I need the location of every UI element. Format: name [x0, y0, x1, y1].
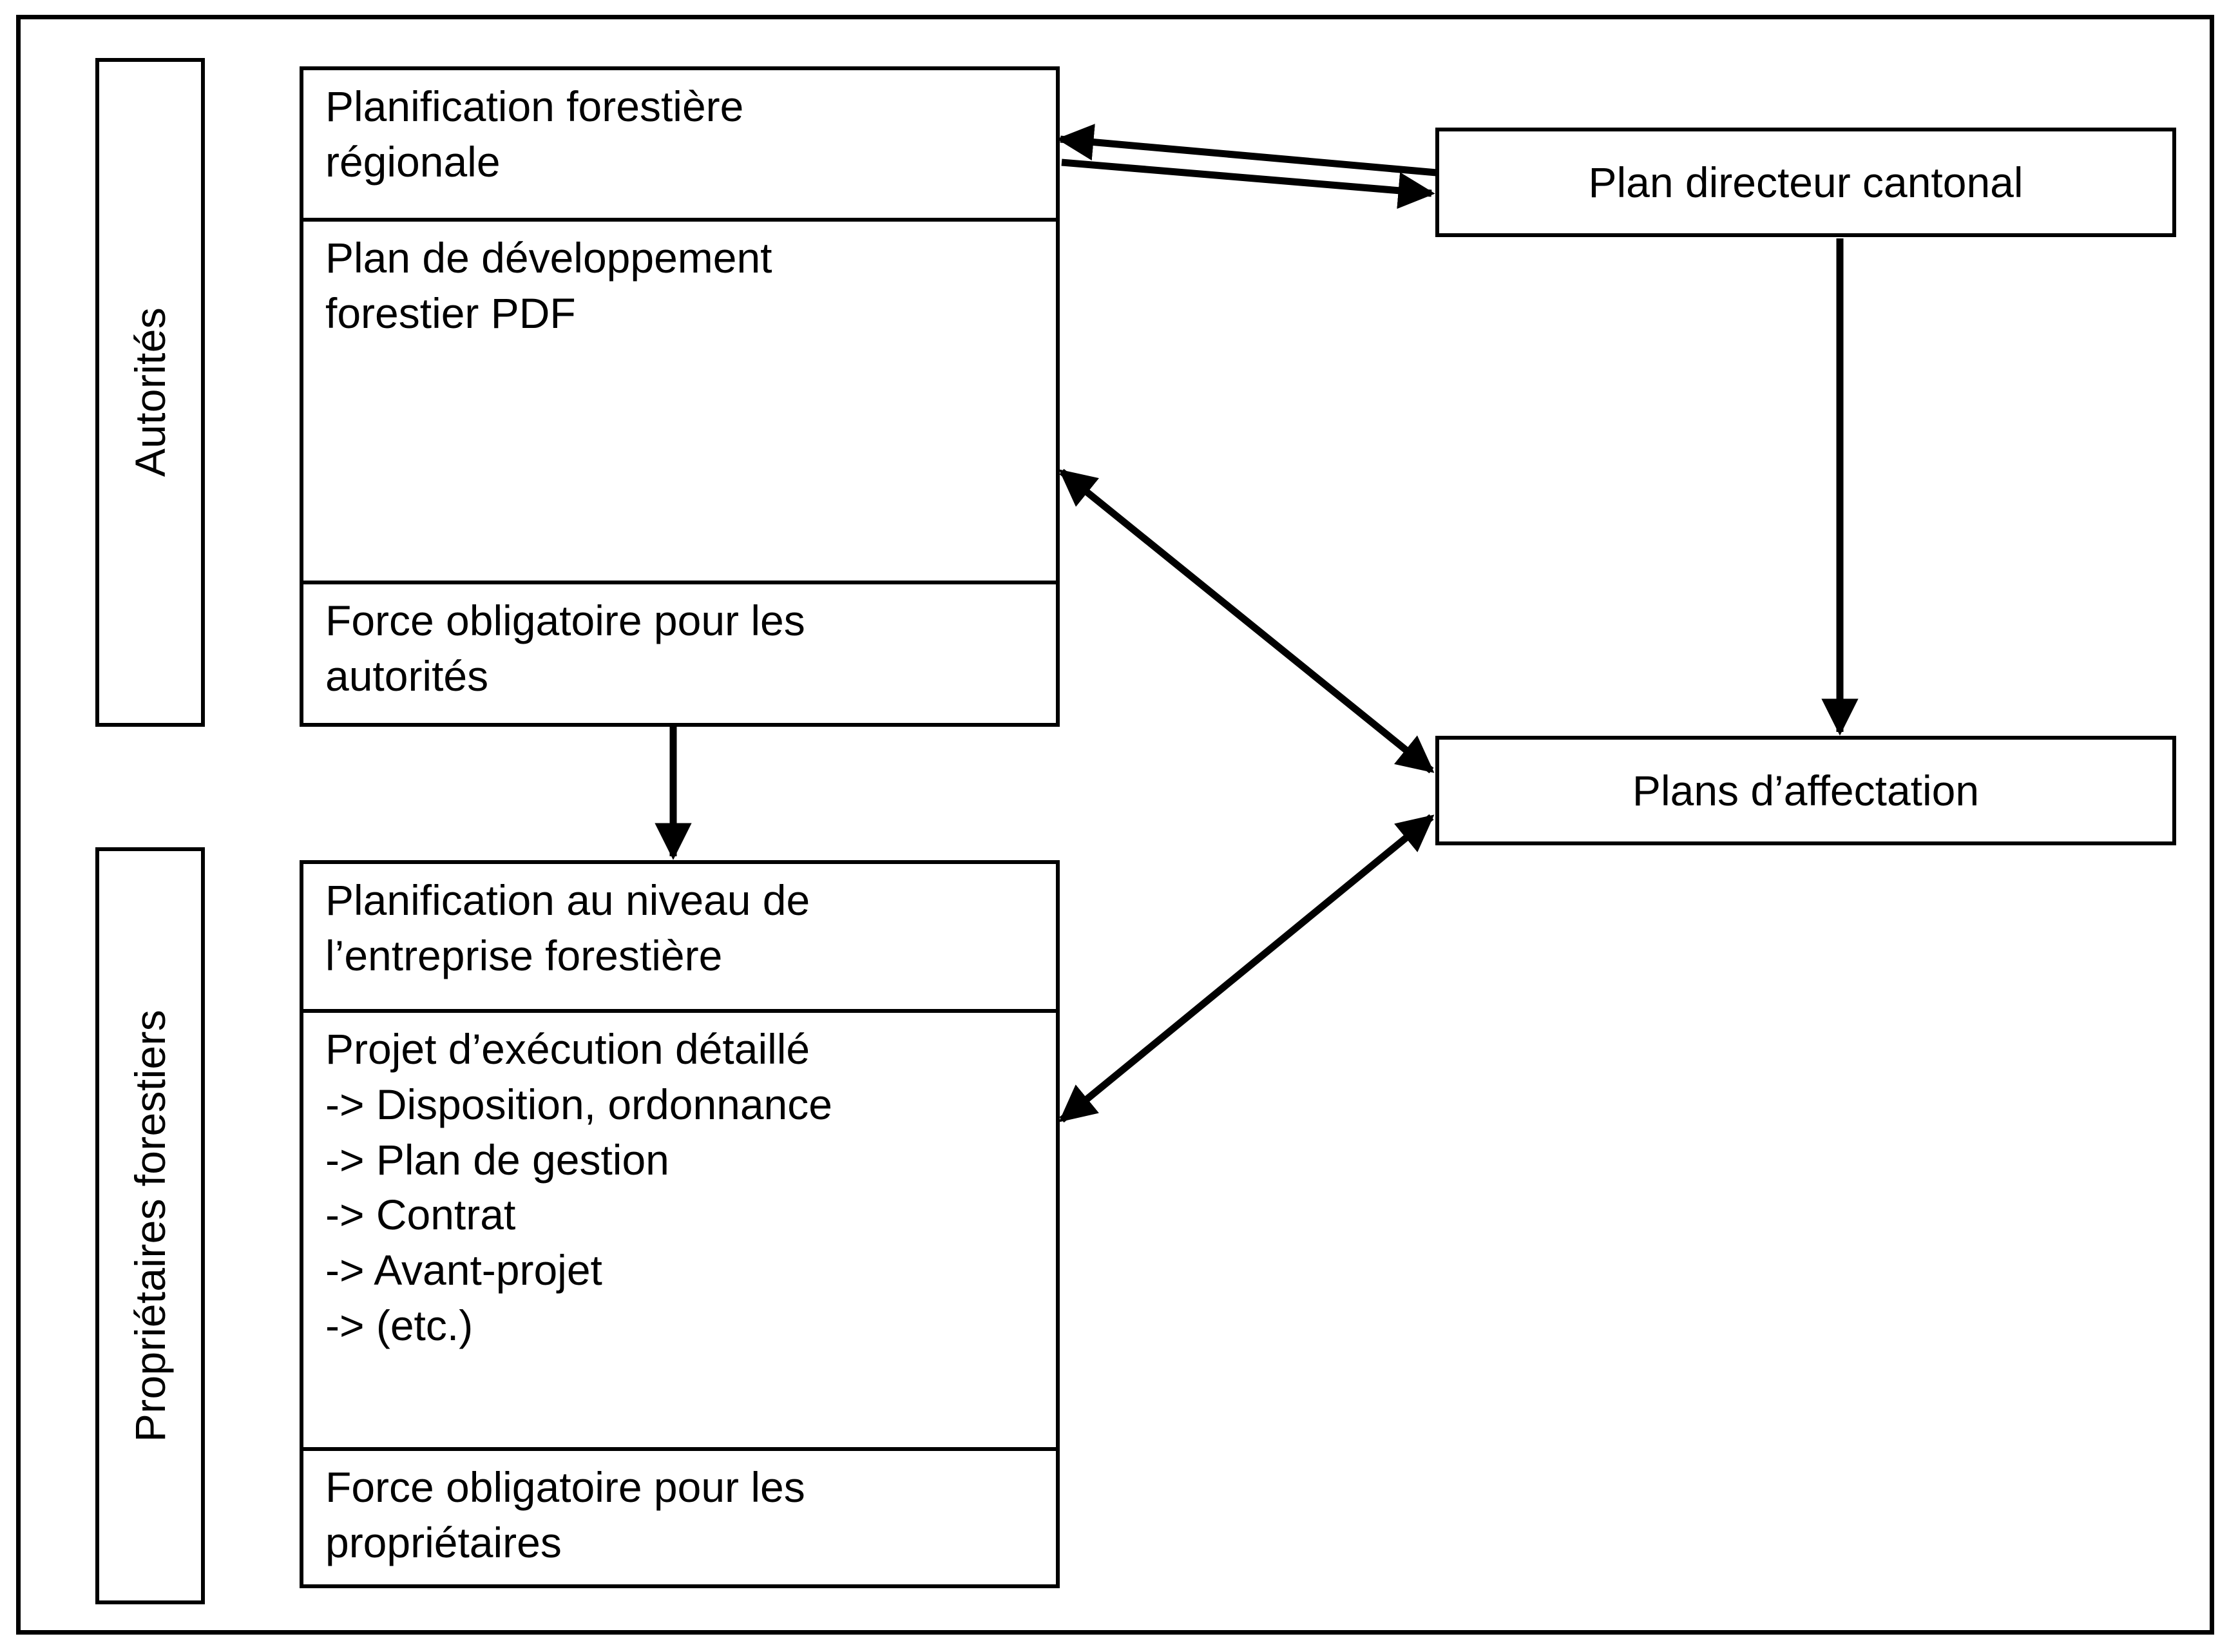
- cell-line: autorités: [325, 651, 489, 700]
- cell-planification-forestiere-regionale: Planification forestière régionale: [303, 70, 1056, 218]
- owner-stack: Planification au niveau de l’entreprise …: [300, 860, 1060, 1588]
- cell-line: régionale: [325, 137, 501, 186]
- cell-line: -> Plan de gestion: [325, 1135, 669, 1184]
- cell-line: Projet d’exécution détaillé: [325, 1025, 810, 1073]
- cell-line: l’entreprise forestière: [325, 931, 723, 979]
- cell-line: -> Contrat: [325, 1191, 516, 1239]
- cell-planification-au-niveau-de-lentreprise-forestiere: Planification au niveau de l’entreprise …: [303, 864, 1056, 1009]
- cell-projet-dexecution-detaille: Projet d’exécution détaillé -> Dispositi…: [303, 1009, 1056, 1447]
- cell-force-obligatoire-pour-les-autorites: Force obligatoire pour les autorités: [303, 581, 1056, 723]
- cell-plan-de-developpement-forestier-pdf: Plan de développement forestier PDF: [303, 218, 1056, 581]
- cell-line: Force obligatoire pour les: [325, 1463, 805, 1511]
- cell-line: Planification forestière: [325, 82, 744, 130]
- box-plan-directeur-cantonal: Plan directeur cantonal: [1435, 128, 2176, 237]
- cell-line: Force obligatoire pour les: [325, 597, 805, 644]
- cell-line: forestier PDF: [325, 289, 576, 337]
- box-plan-directeur-cantonal-label: Plan directeur cantonal: [1588, 158, 2023, 206]
- cell-line: -> (etc.): [325, 1301, 474, 1349]
- side-label-autorites: Autorités: [95, 58, 205, 727]
- cell-line: Planification au niveau de: [325, 876, 810, 924]
- cell-line: -> Avant-projet: [325, 1246, 602, 1294]
- diagram-outer-frame: [16, 15, 2214, 1635]
- box-plans-affectation: Plans d’affectation: [1435, 736, 2176, 845]
- side-label-proprietaires-forestiers: Propriétaires forestiers: [95, 847, 205, 1604]
- cell-line: propriétaires: [325, 1518, 562, 1566]
- cell-line: Plan de développement: [325, 234, 772, 282]
- authority-stack: Planification forestière régionale Plan …: [300, 66, 1060, 727]
- side-label-autorites-text: Autorités: [126, 307, 174, 477]
- box-plans-affectation-label: Plans d’affectation: [1632, 767, 1980, 814]
- cell-force-obligatoire-pour-les-proprietaires: Force obligatoire pour les propriétaires: [303, 1447, 1056, 1584]
- cell-line: -> Disposition, ordonnance: [325, 1080, 832, 1128]
- side-label-proprietaires-forestiers-text: Propriétaires forestiers: [126, 1009, 174, 1443]
